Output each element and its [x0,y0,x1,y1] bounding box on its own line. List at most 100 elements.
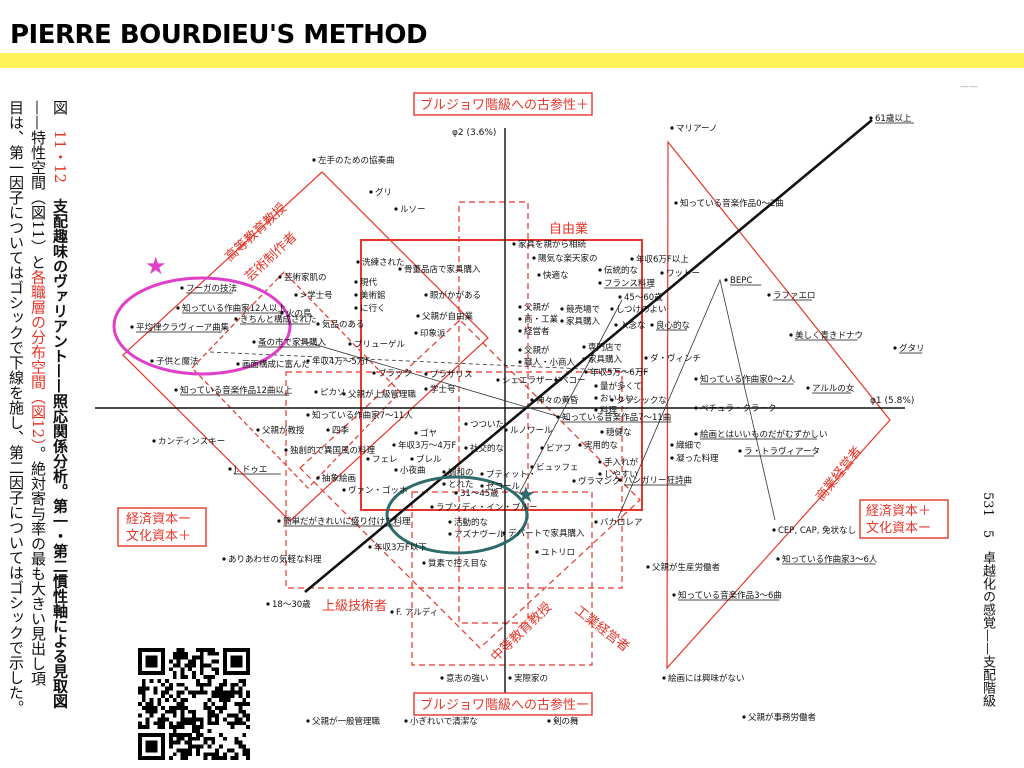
point-marker-110 [368,545,372,549]
point-marker-30 [416,314,420,318]
point-marker-27 [234,317,238,321]
point-marker-67 [610,398,614,402]
point-marker-86 [284,448,288,452]
point-label-90: 手入れが [604,457,639,468]
x-axis-label: φ1 (5.8%) [870,396,914,406]
point-label-24: 火の鳥 [286,308,312,319]
point-marker-32 [518,317,522,321]
guide-dashed-line [209,351,651,373]
point-marker-87 [366,457,370,461]
point-marker-94 [442,470,446,474]
caption-line-2a: ——特性空間（図11）と [29,100,47,270]
point-marker-29 [424,293,428,297]
point-label-59: 父親が上級管理職 [348,389,417,400]
point-marker-75 [504,428,508,432]
point-marker-64 [694,377,698,381]
region-liberal [360,239,643,511]
box-bottom-frame [413,692,593,716]
point-label-50: 年収4万〜5万F [312,356,370,367]
point-marker-36 [610,307,614,311]
point-label-108: バカロレア [600,518,643,528]
caption-line-1: 図 11・12 支配趣味のヴァリアント——照応関係分析。第一・第二慣性軸による見… [49,100,71,740]
point-label-15: ラファエロ [773,291,816,301]
region-label-engineer: 上級技術者 [322,599,387,614]
point-marker-122 [306,719,310,723]
point-marker-118 [390,610,394,614]
slide-title: PIERRE BOURDIEU'S METHOD [10,20,428,50]
box-right-line1: 経済資本＋ [866,503,931,519]
region-mid-dashed [299,319,641,649]
point-label-77: カンディンスキー [158,436,225,447]
point-label-125: 父親が事務労働者 [748,712,817,723]
point-label-86: 独創的で異国風の料理 [290,445,376,456]
point-marker-103 [430,505,434,509]
point-label-120: 実際家の [514,673,548,684]
point-label-101: ヴァン・ゴッホ [348,485,408,496]
point-label-57: 知っている音楽作品12曲以上 [180,385,293,396]
point-label-114: 知っている作曲家3〜6人 [782,554,878,565]
point-marker-100 [618,478,622,482]
point-label-32: 商・工業 [524,314,559,325]
point-marker-113 [422,561,426,565]
point-marker-34 [560,307,564,311]
point-marker-123 [404,719,408,723]
point-label-45: 専門店で [588,342,622,353]
point-marker-0 [670,126,674,130]
qr-code[interactable] [138,648,250,760]
point-marker-115 [646,565,650,569]
point-marker-74 [326,428,330,432]
box-left-line1: 経済資本ー [126,511,191,527]
point-label-6: 家具を親から相続 [518,239,587,250]
point-marker-65 [806,386,810,390]
point-label-85: ラ・トラヴィアータ [744,446,820,457]
point-label-102: 31〜45歳 [460,488,499,499]
point-marker-23 [294,293,298,297]
point-label-42: ブリューゲル [354,339,406,350]
point-marker-50 [306,359,310,363]
point-marker-81 [578,443,582,447]
age-trajectory-line [304,119,873,593]
point-label-95: とれた [448,480,474,490]
box-right-frame [859,499,949,539]
point-label-49: 画面構成に富んだ [242,359,311,370]
box-left-line2: 文化資本＋ [126,529,191,544]
point-marker-56 [584,370,588,374]
point-marker-63 [594,408,598,412]
point-label-5: 知っている音楽作品0〜2曲 [680,198,784,209]
point-marker-19 [537,273,541,277]
point-marker-105 [448,520,452,524]
point-label-10: 洗練された [362,257,405,268]
figure-caption: 図 11・12 支配趣味のヴァリアント——照応関係分析。第一・第二慣性軸による見… [5,100,71,740]
point-marker-92 [228,467,232,471]
point-marker-55 [554,378,558,382]
point-marker-68 [694,406,698,410]
point-marker-8 [598,268,602,272]
point-label-25: 知っている作曲家12人以上 [182,303,286,314]
point-label-113: 質素で控え目な [428,558,488,569]
caption-line-3: 目は、第一因子についてはゴシックで下線を施し、第二因子についてはゴシックで示した… [7,100,25,715]
point-marker-4 [394,207,398,211]
point-label-21: 芸術家肌の [284,272,327,283]
point-label-26: 平均律クラヴィーア曲集 [136,322,230,333]
point-label-34: 競売場で [566,304,600,315]
point-label-71: つついた [470,420,504,430]
point-label-43: 父親が [524,345,550,356]
point-marker-43 [518,348,522,352]
point-label-46: 家具購入 [588,354,623,365]
point-marker-69 [306,413,310,417]
point-marker-73 [256,428,260,432]
point-label-58: ピカソ [320,388,346,398]
point-label-79: 年収3万〜4万F [398,440,456,451]
point-marker-83 [670,443,674,447]
point-marker-11 [398,267,402,271]
point-marker-47 [893,346,897,350]
point-marker-3 [369,190,373,194]
region-label-industrial: 工業経営者 [572,603,633,656]
point-marker-120 [508,676,512,680]
point-label-72: 穏健な [606,427,632,438]
region-label-liberal: 自由業 [549,221,588,237]
point-marker-2 [312,158,316,162]
point-label-67: クラシックな [616,396,667,406]
point-marker-12 [598,281,602,285]
point-label-88: ブレル [416,454,442,465]
